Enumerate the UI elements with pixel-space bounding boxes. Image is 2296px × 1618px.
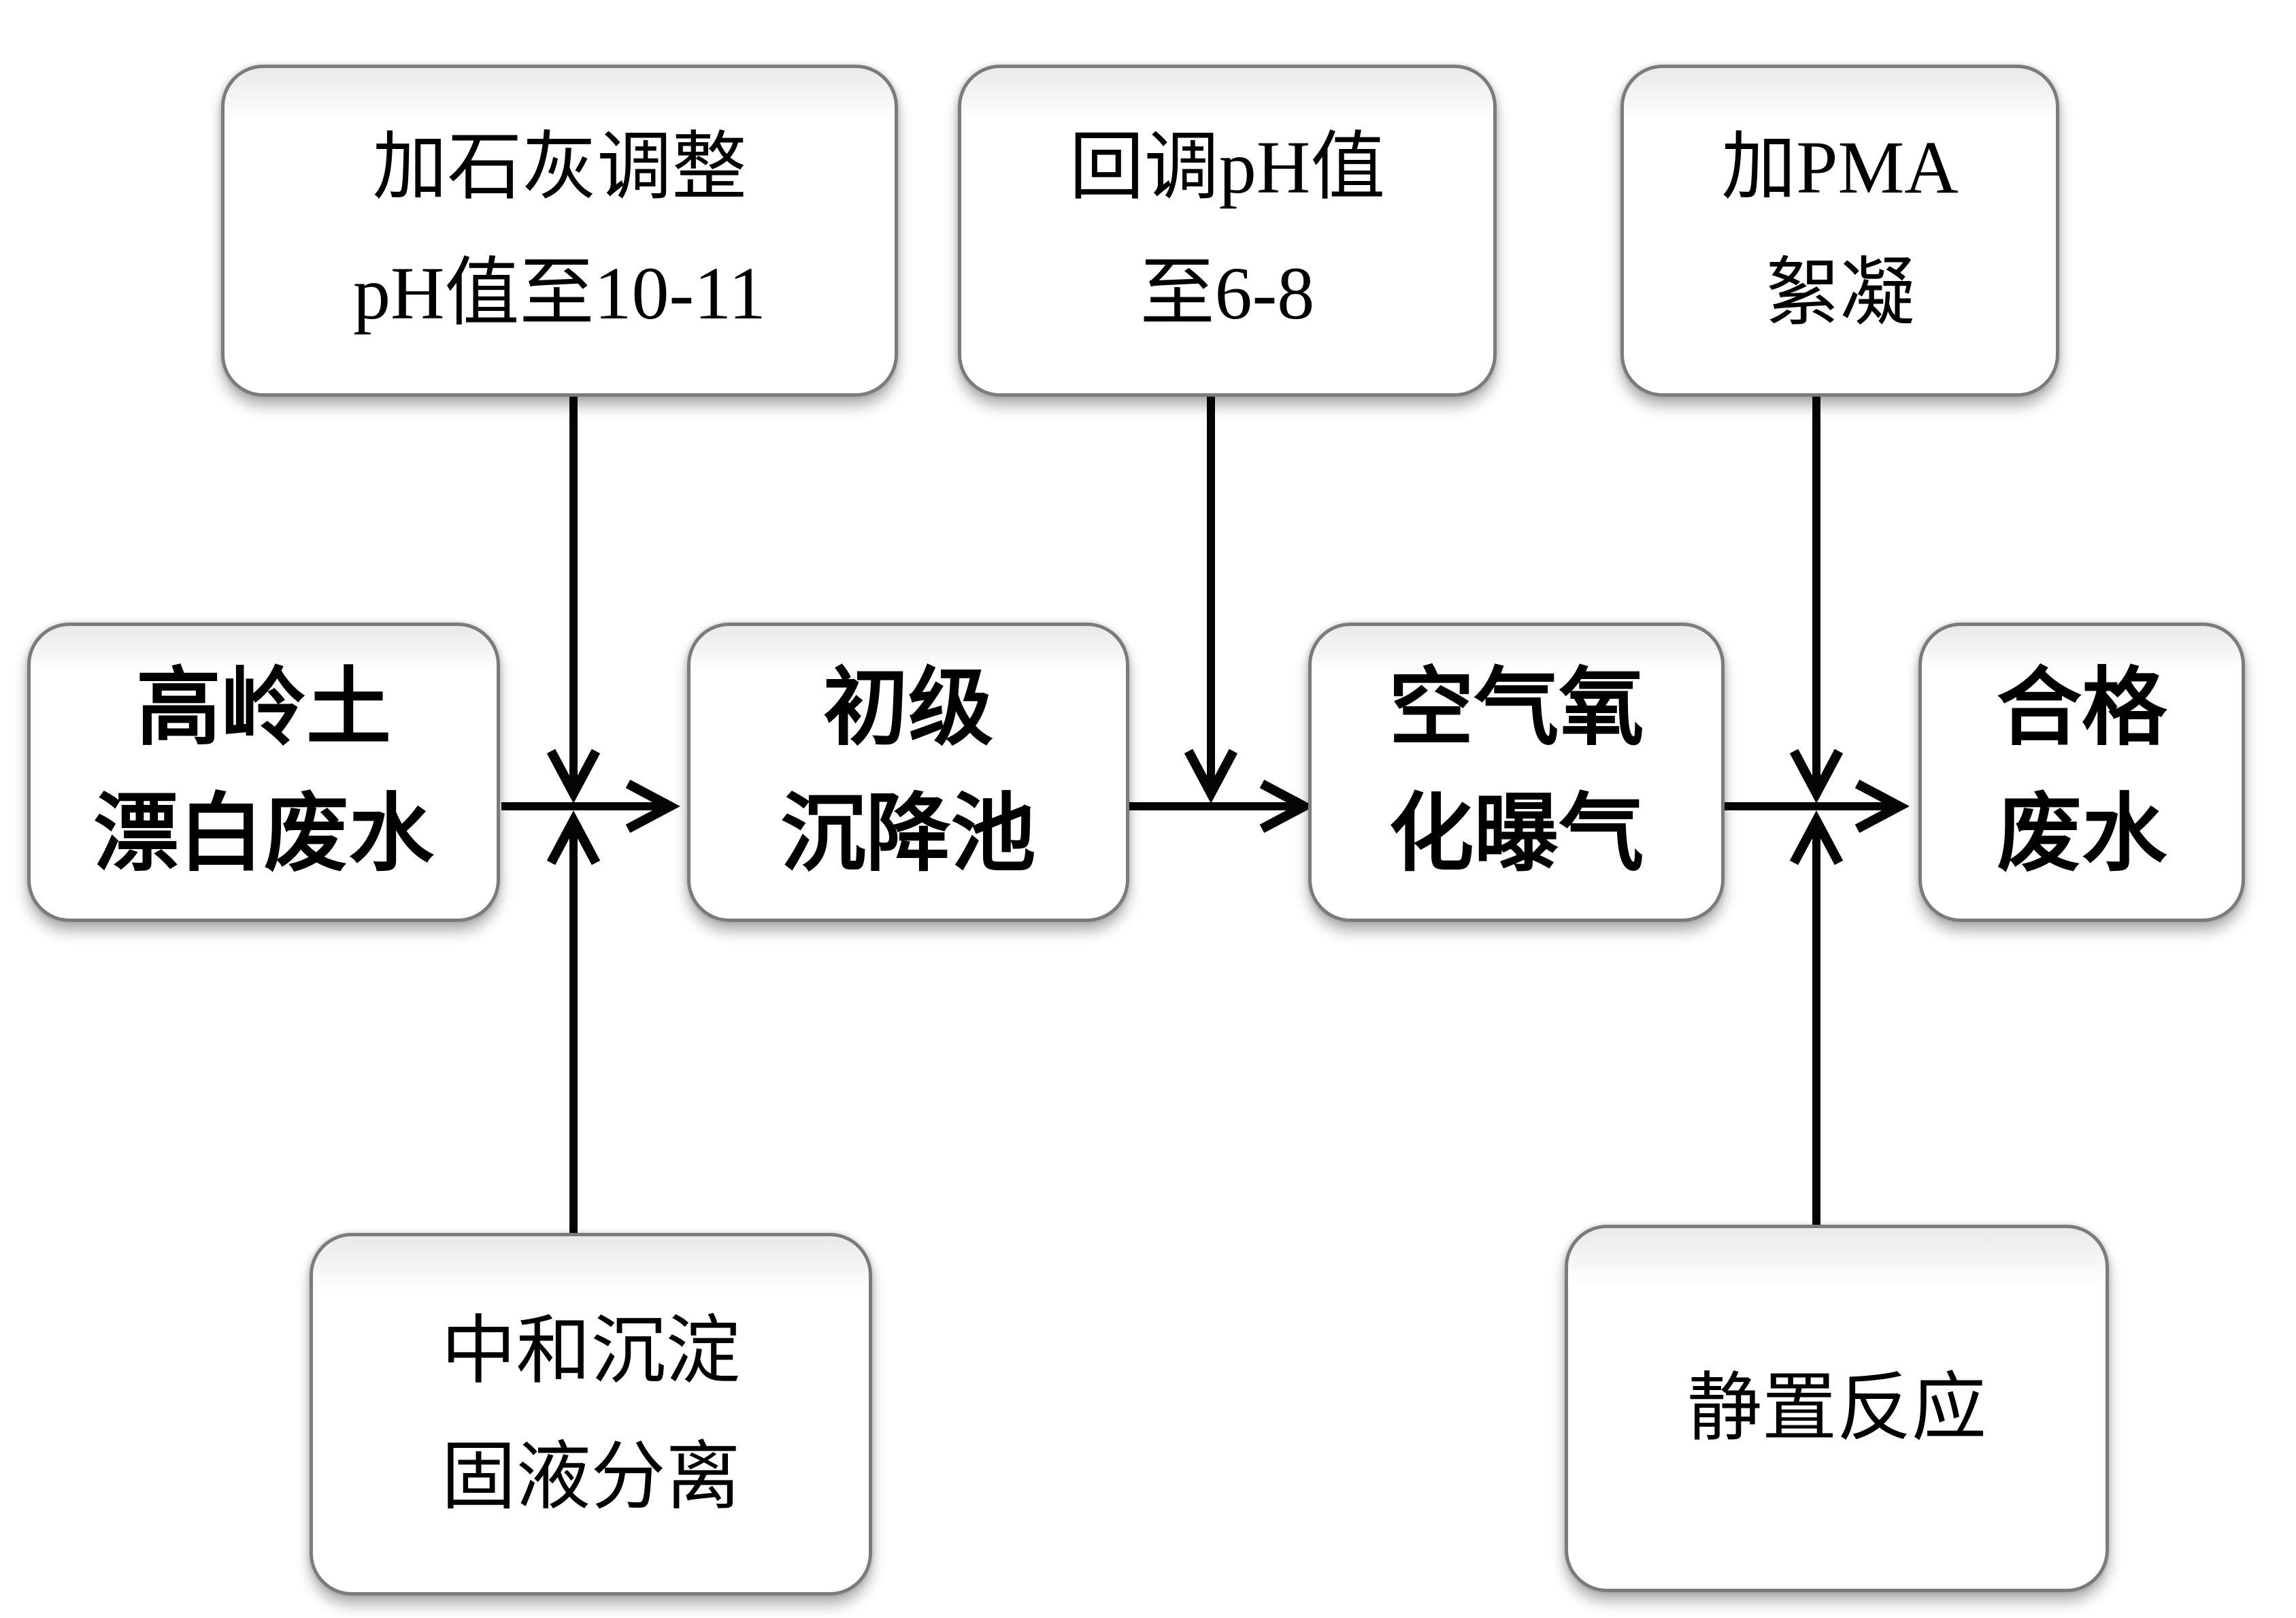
- node-pma-line2: 絮凝: [1765, 252, 1915, 335]
- node-ph-readjust-line1: 回调pH值: [1069, 126, 1386, 210]
- node-lime-ph-adjust: 加石灰调整 pH值至10-11: [221, 65, 898, 397]
- node-aeration-line2: 化曝气: [1388, 788, 1644, 882]
- node-pma-line1: 加PMA: [1721, 126, 1959, 210]
- node-neutral-line1: 中和沉淀: [441, 1309, 741, 1393]
- node-air-oxidation-aeration: 空气氧 化曝气: [1308, 623, 1725, 922]
- node-neutral-line2: 固液分离: [441, 1435, 741, 1519]
- node-primary-line2: 沉降池: [780, 788, 1036, 882]
- node-ph-readjust-line2: 至6-8: [1139, 252, 1315, 335]
- arrow-aeration-to-qualified: [1725, 779, 1910, 833]
- node-kaolin-bleaching-wastewater: 高岭土 漂白废水: [27, 623, 500, 922]
- arrow-neutralize-up: [546, 810, 601, 1233]
- arrow-kaolin-to-primary: [501, 779, 680, 833]
- arrow-primary-to-aeration: [1129, 779, 1314, 833]
- node-aeration-line1: 空气氧: [1388, 662, 1644, 756]
- node-qualified-wastewater: 合格 废水: [1918, 623, 2245, 922]
- node-standing-line1: 静置反应: [1687, 1366, 1986, 1450]
- node-qualified-line1: 合格: [1997, 662, 2167, 756]
- node-lime-line2: pH值至10-11: [353, 252, 766, 335]
- node-kaolin-line1: 高岭土: [136, 662, 391, 756]
- node-standing-reaction: 静置反应: [1565, 1225, 2109, 1592]
- arrow-standing-up: [1789, 810, 1844, 1225]
- arrow-phback-down: [1184, 397, 1238, 804]
- arrow-lime-down: [546, 397, 601, 804]
- node-primary-settling-tank: 初级 沉降池: [687, 623, 1129, 922]
- node-primary-line1: 初级: [823, 662, 993, 756]
- arrow-pma-down: [1789, 397, 1844, 804]
- node-pma-flocculation: 加PMA 絮凝: [1620, 65, 2059, 397]
- node-neutralize-solid-liquid-separation: 中和沉淀 固液分离: [310, 1233, 872, 1596]
- node-lime-line1: 加石灰调整: [372, 126, 747, 210]
- node-qualified-line2: 废水: [1997, 788, 2167, 882]
- node-ph-readjust: 回调pH值 至6-8: [958, 65, 1497, 397]
- node-kaolin-line2: 漂白废水: [93, 788, 434, 882]
